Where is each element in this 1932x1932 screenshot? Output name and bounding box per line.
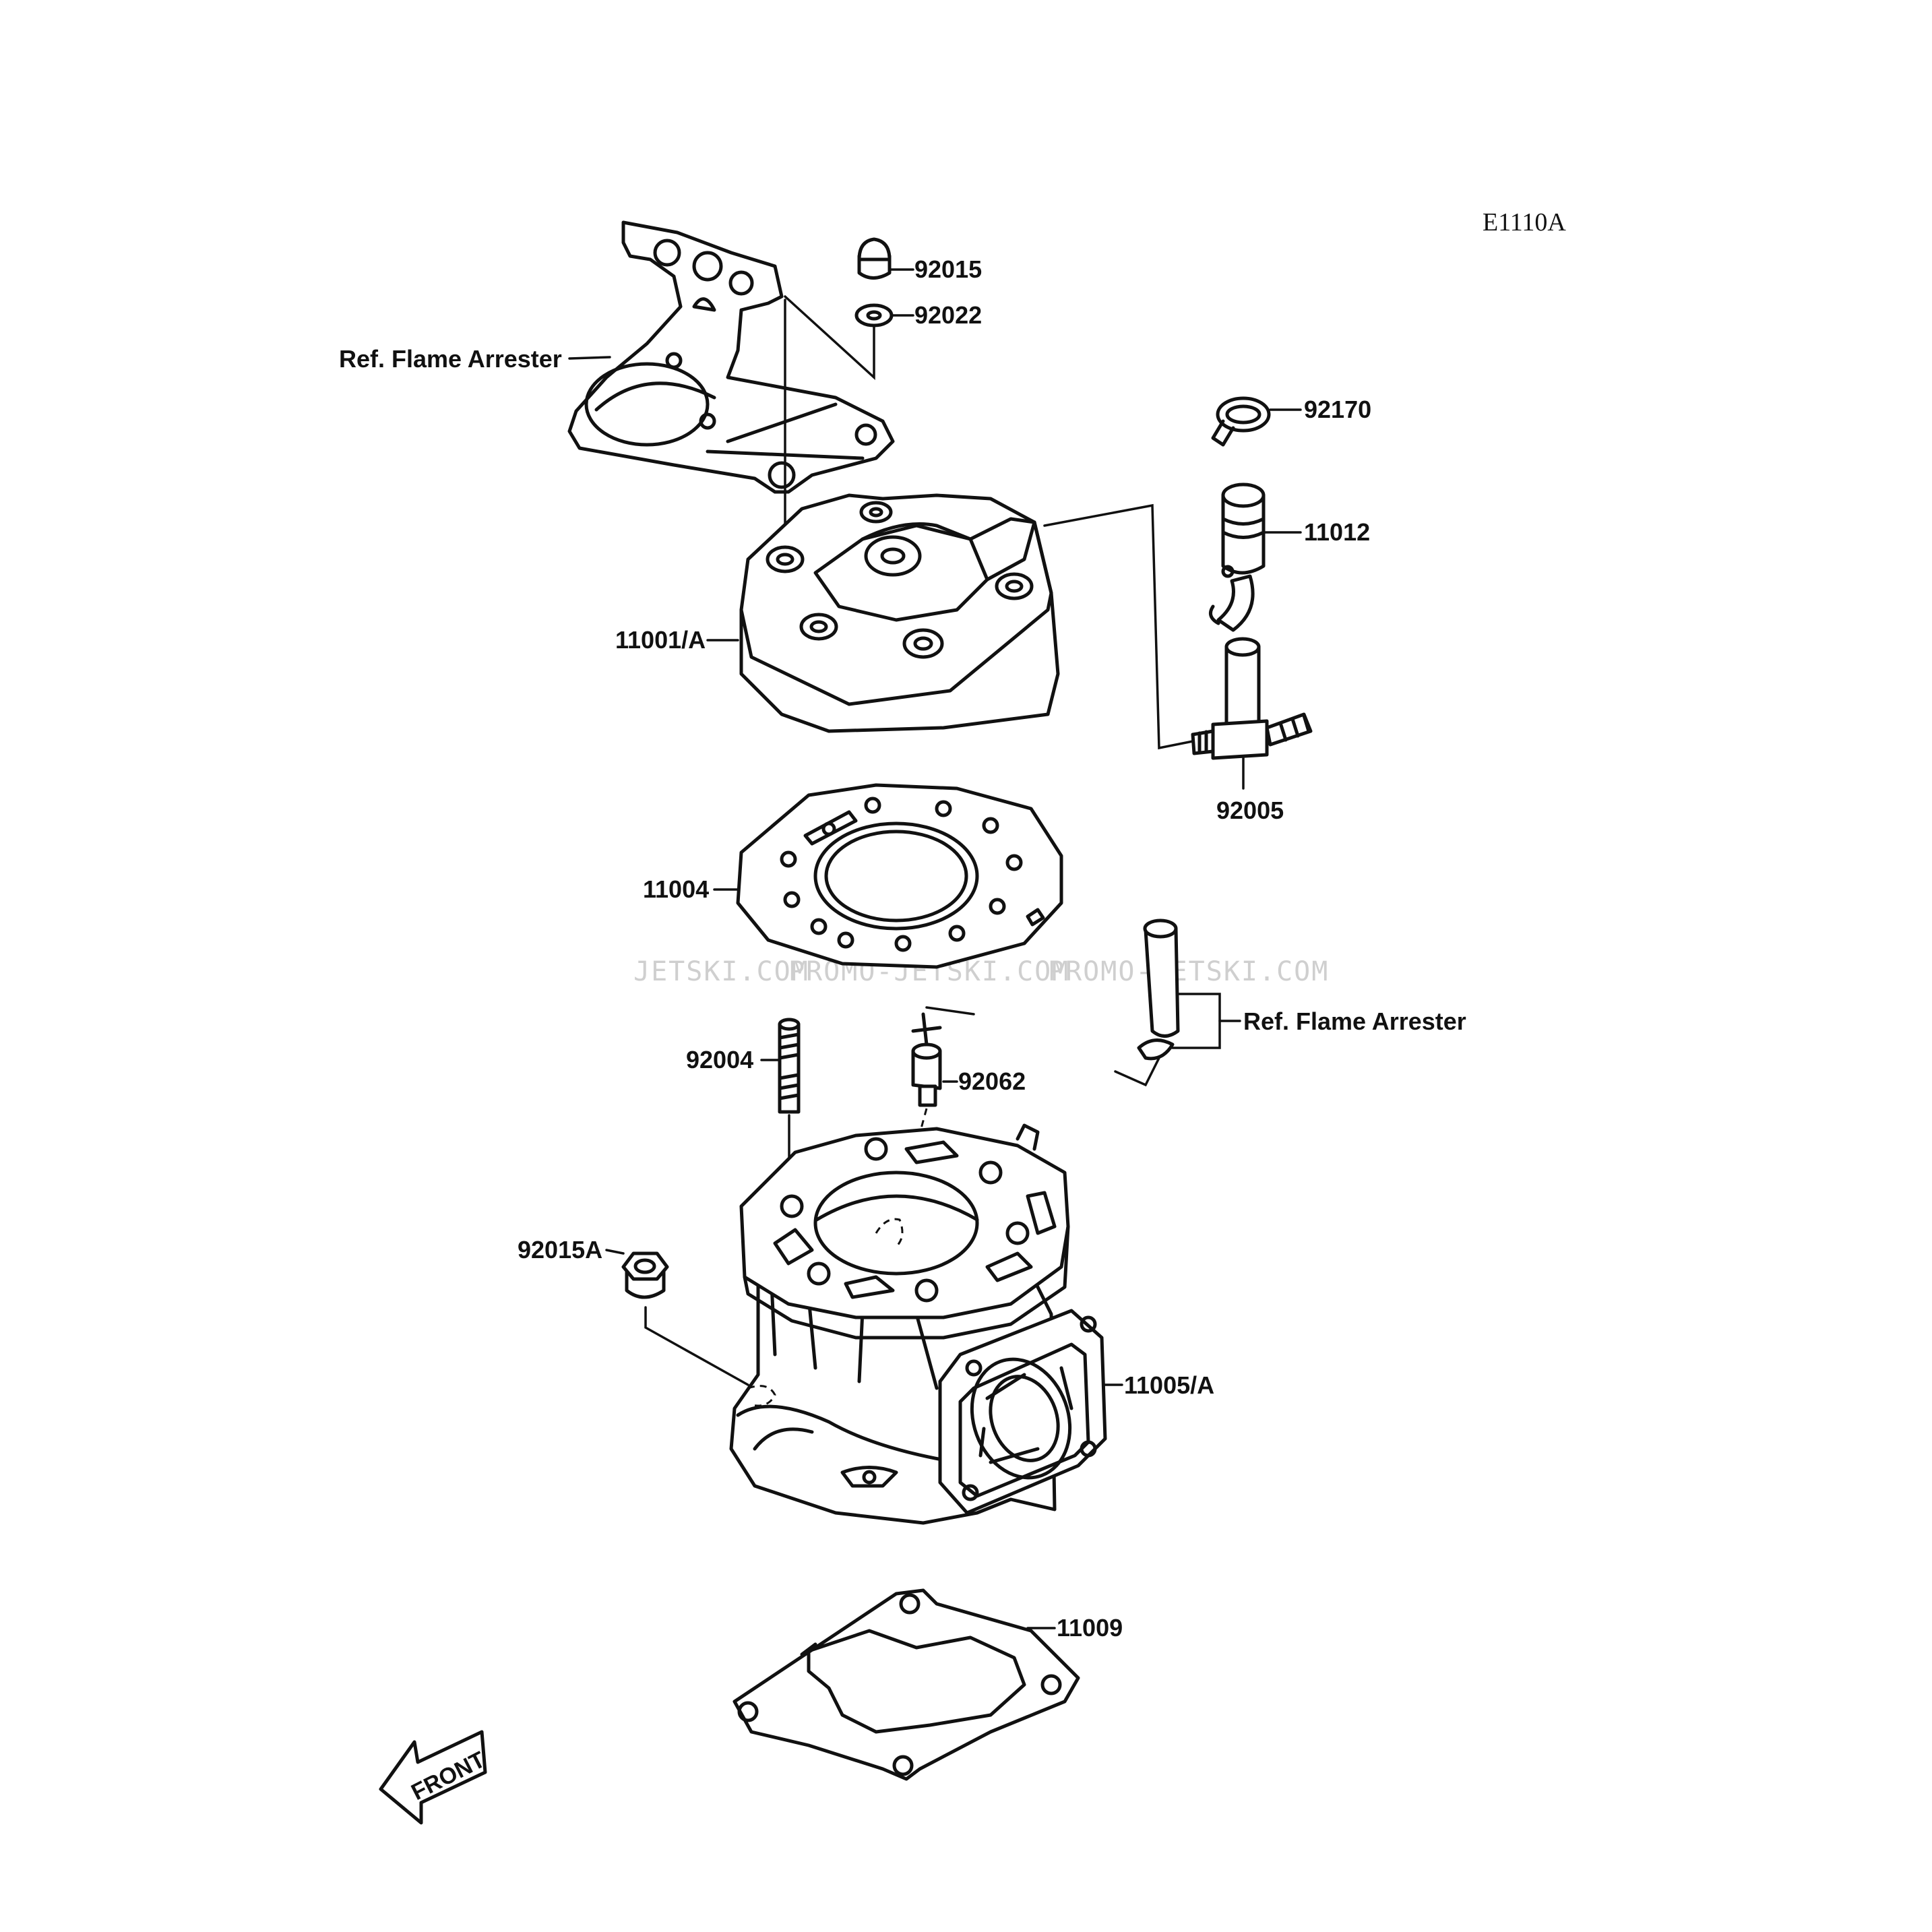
diagram-code: E1110A (1483, 208, 1566, 237)
head-gasket-11004 (736, 783, 1063, 969)
label-92015A: 92015A (518, 1236, 602, 1264)
label-11009: 11009 (1057, 1614, 1123, 1642)
label-11012: 11012 (1304, 518, 1370, 546)
leader-washer-bracket (784, 295, 875, 380)
watermark-3: PROMO-JETSKI.COM (1048, 956, 1329, 987)
acorn-nut-92015 (857, 237, 892, 280)
label-11004: 11004 (643, 875, 709, 903)
label-92022: 92022 (914, 301, 982, 329)
cylinder-11005A (729, 1123, 1107, 1525)
leader-ref-mid (1171, 993, 1221, 1049)
fitting-92005 (1191, 637, 1313, 760)
flame-arrester-pipe (1143, 918, 1180, 1038)
flame-arrester-clip (1137, 1038, 1175, 1061)
flame-arrester-bracket (567, 220, 895, 494)
leader-nut-cylinder (644, 1306, 749, 1386)
stud-92004 (778, 1018, 801, 1114)
label-92170: 92170 (1304, 396, 1371, 423)
hose-clamp-92170 (1211, 396, 1271, 447)
flange-nut-92015A (621, 1251, 669, 1299)
leader-head-fitting (1043, 503, 1194, 750)
front-arrow-icon: FRONT (379, 1730, 489, 1825)
pipe-11012 (1208, 482, 1266, 632)
washer-92022 (854, 303, 894, 328)
watermark-1: JETSKI.COM (633, 956, 809, 987)
label-11005A: 11005/A (1124, 1371, 1214, 1399)
bolt-92062 (911, 1012, 942, 1107)
label-ref-flame-arrester-mid: Ref. Flame Arrester (1243, 1007, 1466, 1035)
label-92015: 92015 (914, 255, 982, 283)
cylinder-head-11001A (739, 493, 1060, 733)
label-92005: 92005 (1216, 797, 1284, 824)
label-92062: 92062 (958, 1067, 1026, 1095)
base-gasket-11009 (733, 1588, 1080, 1781)
label-11001A: 11001/A (615, 626, 706, 654)
label-92004: 92004 (686, 1046, 753, 1073)
label-ref-flame-arrester-top: Ref. Flame Arrester (339, 345, 562, 373)
leader-ref-top (568, 356, 611, 360)
